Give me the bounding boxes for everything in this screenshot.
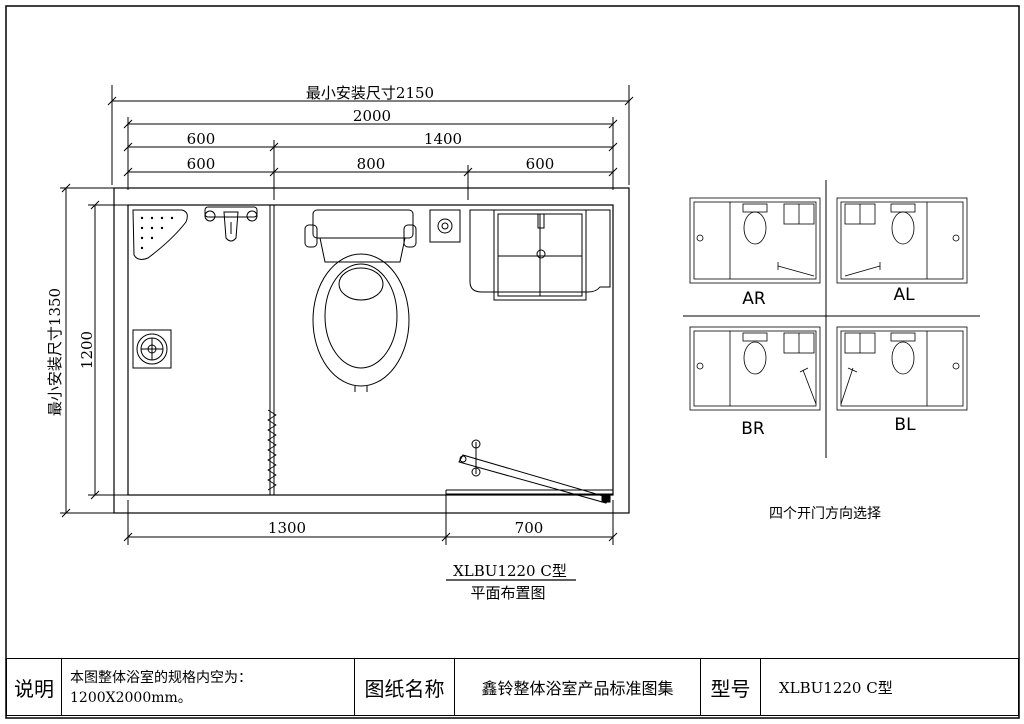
- dim-bottom-1300: 1300: [268, 519, 306, 537]
- room-plan: [113, 187, 630, 514]
- note-label: 说明: [7, 659, 62, 715]
- sheet-border: [5, 5, 1020, 719]
- dim-seg-600-c: 600: [526, 155, 555, 173]
- door-option-ar-label: AR: [742, 289, 766, 309]
- dim-overall-width: 2000: [353, 107, 391, 125]
- corner-shelf: [132, 209, 188, 260]
- bottom-dimensions: [123, 490, 618, 545]
- left-dimensions: [60, 183, 130, 518]
- dim-inner-depth: 1200: [78, 331, 96, 369]
- dim-seg-800: 800: [357, 155, 386, 173]
- dim-seg-600-a: 600: [187, 130, 216, 148]
- toilet: [304, 209, 417, 392]
- door-options-caption: 四个开门方向选择: [769, 506, 881, 522]
- floor-drain: [132, 329, 172, 369]
- dim-bottom-700: 700: [515, 519, 544, 537]
- vanity-basin: [469, 209, 611, 301]
- inner-wall: [127, 204, 614, 496]
- dim-seg-600-b: 600: [187, 155, 216, 173]
- door-option-bl-label: BL: [894, 415, 916, 435]
- shower-mixer: [204, 206, 258, 242]
- shower-curtain: [267, 409, 277, 491]
- door-option-br: [689, 326, 821, 411]
- door-option-al: [836, 197, 968, 284]
- door-option-cross: [683, 180, 980, 458]
- drawing-subtitle: 平面布置图: [470, 584, 545, 602]
- top-dimensions: [107, 85, 634, 200]
- dim-min-install-depth: 最小安装尺寸1350: [46, 288, 64, 416]
- door-option-br-label: BR: [741, 419, 765, 439]
- model-no: XLBU1220 C型: [779, 678, 893, 697]
- model-no-label: 型号: [701, 659, 761, 715]
- sliding-door: [446, 439, 613, 504]
- door-option-bl: [836, 326, 968, 411]
- dim-min-install-width: 最小安装尺寸2150: [306, 84, 434, 102]
- drawing-model-label: XLBU1220 C型: [453, 562, 567, 580]
- door-option-al-label: AL: [893, 285, 915, 305]
- drawing-name-label: 图纸名称: [355, 659, 455, 715]
- outer-wall: [113, 187, 630, 514]
- note-text: 本图整体浴室的规格内空为：1200X2000mm。: [62, 659, 355, 715]
- small-drain: [429, 209, 461, 243]
- title-block: 说明 本图整体浴室的规格内空为：1200X2000mm。 图纸名称 鑫铃整体浴室…: [6, 658, 1019, 716]
- drawing-name: 鑫铃整体浴室产品标准图集: [455, 659, 701, 715]
- dim-seg-1400: 1400: [424, 130, 462, 148]
- door-option-ar: [689, 197, 821, 284]
